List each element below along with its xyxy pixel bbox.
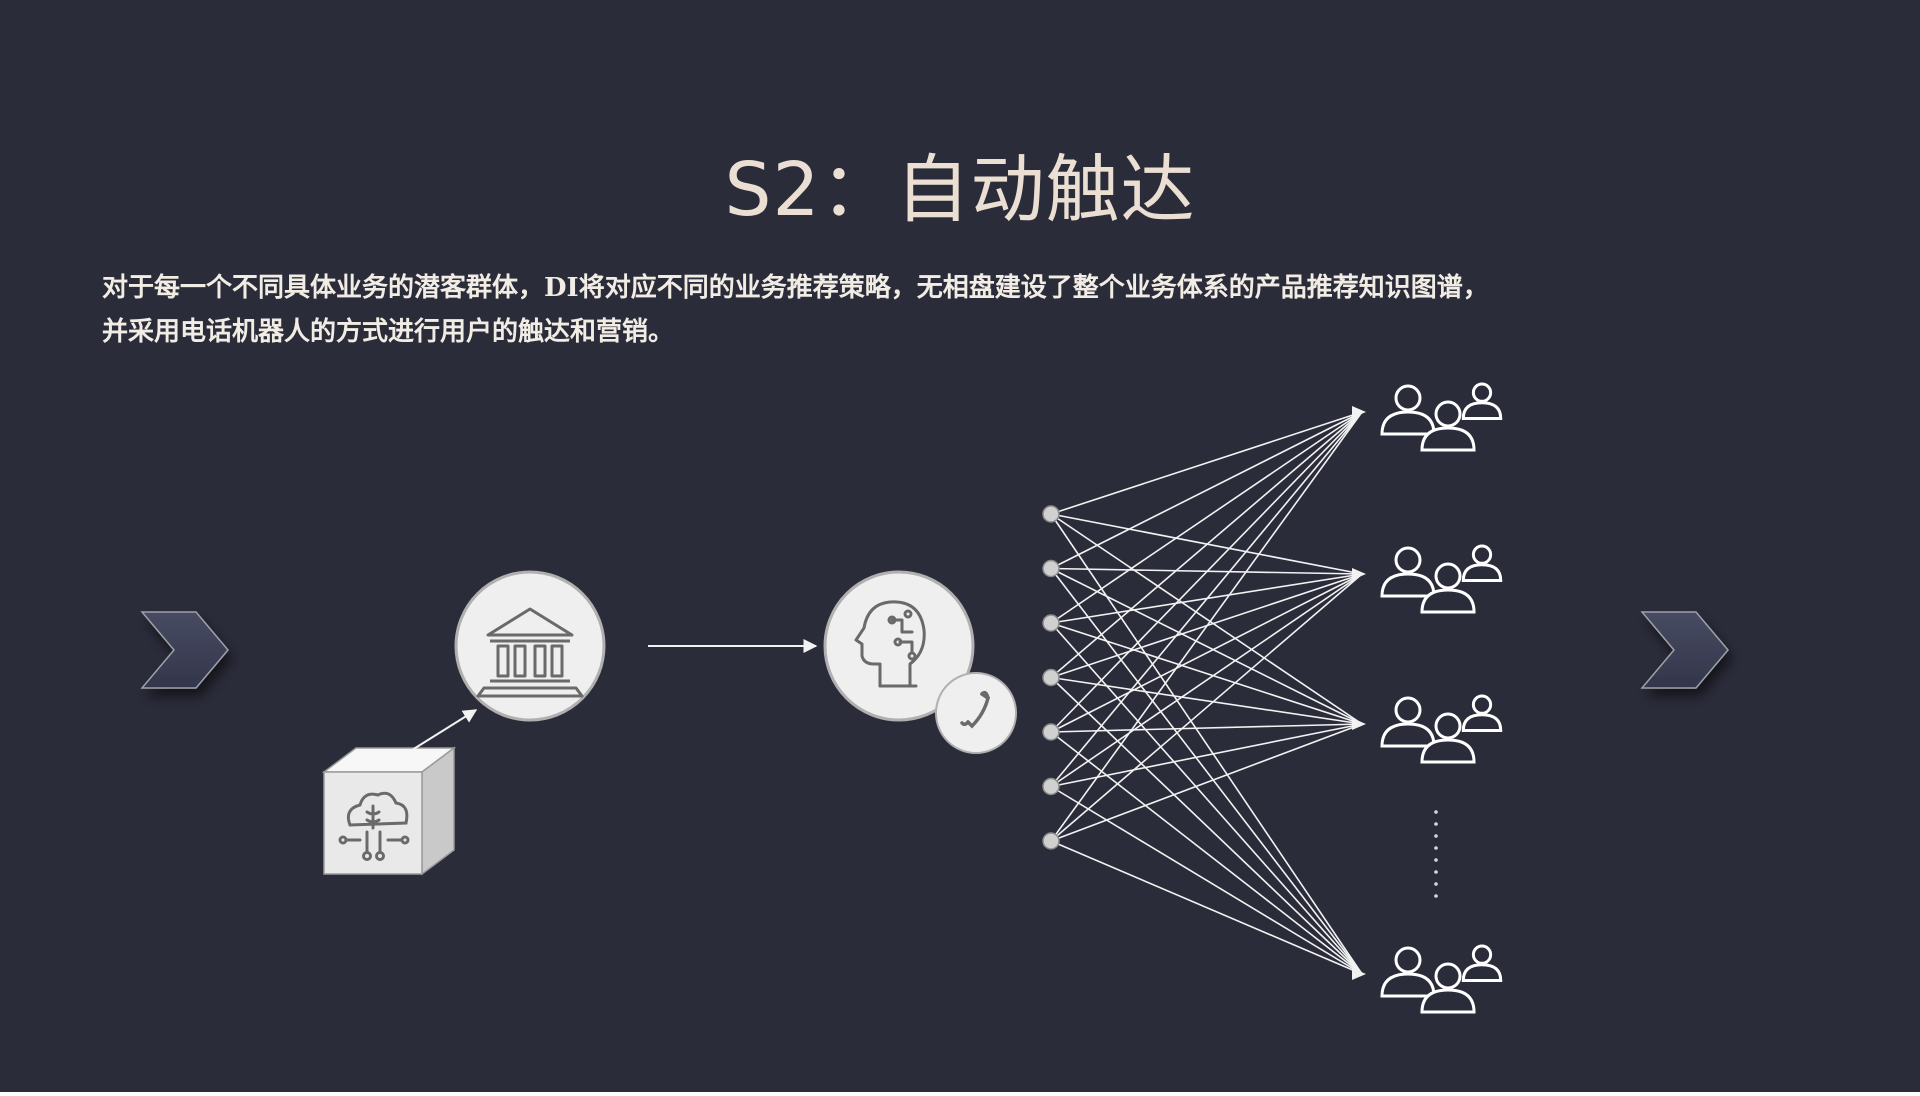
intro-line-2: 并采用电话机器人的方式进行用户的触达和营销。: [102, 317, 675, 347]
network-arrowhead: [1352, 568, 1366, 580]
network-edge: [1050, 622, 1363, 975]
bank-icon: [476, 607, 584, 698]
network-edge: [1050, 622, 1363, 725]
bottom-strip: [0, 1092, 1920, 1096]
cube-to-bank-arrow: [411, 709, 478, 751]
network-edge: [1050, 411, 1363, 733]
intro-paragraph: 对于每一个不同具体业务的潜客群体，DI将对应不同的业务推荐策略，无相盘建设了整个…: [102, 266, 1822, 354]
network-source-node: [1042, 777, 1060, 796]
network-source-node: [1042, 832, 1060, 850]
network-source-node: [1042, 614, 1060, 632]
network-edge: [1050, 411, 1363, 515]
network-source-nodes: [1042, 505, 1060, 850]
network-source-node: [1042, 559, 1060, 578]
network-source-node: [1042, 505, 1060, 523]
cloud-brain-icon: [338, 791, 410, 861]
network-edges: [1050, 411, 1363, 975]
network-edge: [1050, 676, 1363, 975]
phone-icon: [960, 690, 990, 729]
slide-title: S2：自动触达: [724, 147, 1196, 233]
network-edge: [1050, 723, 1363, 788]
network-edge: [1050, 411, 1363, 570]
network-source-node: [1042, 668, 1060, 687]
network-edge: [1050, 411, 1363, 679]
network-edge: [1050, 573, 1363, 842]
network-edge: [1050, 411, 1363, 842]
network-edge: [1050, 785, 1363, 975]
users-group-icon: [1380, 382, 1503, 452]
network-target-groups: [1352, 382, 1503, 1014]
more-groups-ellipsis: [1434, 810, 1438, 898]
network-edge: [1050, 411, 1363, 624]
network-edge: [1050, 411, 1363, 788]
nav-left-chevron-icon[interactable]: [140, 611, 229, 689]
users-group-icon: [1380, 544, 1503, 614]
network-arrowhead: [1352, 406, 1366, 418]
network-edge: [1050, 723, 1363, 842]
network-source-node: [1042, 723, 1060, 741]
network-edge: [1050, 567, 1363, 725]
users-group-icon: [1380, 944, 1503, 1014]
network-edge: [1050, 573, 1363, 788]
users-group-icon: [1380, 694, 1503, 764]
network-edge: [1050, 676, 1363, 725]
network-arrowhead: [1352, 718, 1366, 730]
nav-right-chevron-icon[interactable]: [1640, 611, 1729, 689]
ai-robot-node: [823, 570, 975, 722]
network-edge: [1050, 568, 1363, 975]
network-edge: [1050, 840, 1363, 975]
intro-line-1: 对于每一个不同具体业务的潜客群体，DI将对应不同的业务推荐策略，无相盘建设了整个…: [102, 273, 1489, 303]
institution-node: [454, 570, 606, 722]
network-edge: [1050, 723, 1363, 733]
ai-head-icon: [854, 600, 926, 688]
network-edge: [1050, 573, 1363, 733]
phone-node: [935, 672, 1017, 754]
network-edge: [1050, 513, 1363, 975]
data-cube: [321, 746, 457, 876]
network-edge: [1050, 513, 1363, 725]
network-arrowhead: [1352, 968, 1366, 980]
network-edge: [1050, 731, 1363, 975]
